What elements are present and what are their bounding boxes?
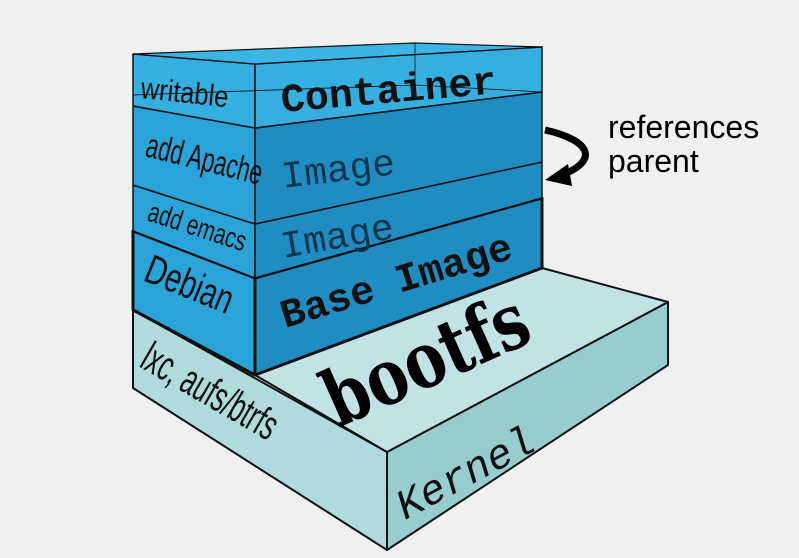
parent-text: parent <box>608 143 699 179</box>
arrowhead-icon <box>545 164 572 186</box>
container-hidden-edge <box>132 84 416 96</box>
references-parent-arrow-icon <box>544 126 589 179</box>
container-top-face <box>132 42 543 65</box>
container-hidden-edge <box>414 84 543 93</box>
references-text: references <box>608 109 759 145</box>
